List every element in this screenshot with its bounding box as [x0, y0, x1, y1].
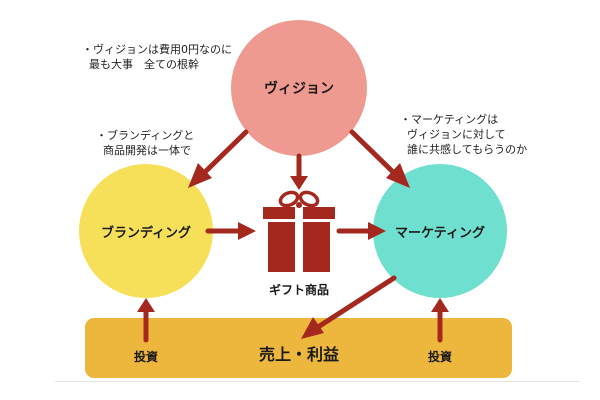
- baseline-divider: [55, 381, 580, 382]
- branding-label: ブランディング: [100, 226, 192, 241]
- vision-label: ヴィジョン: [264, 81, 334, 97]
- arrowhead-marketing: [386, 163, 410, 188]
- base-bar: [85, 318, 512, 378]
- arrowhead-gift: [290, 176, 308, 190]
- branding-circle: [79, 164, 213, 298]
- gift-label: ギフト商品: [268, 283, 329, 297]
- marketing-label: マーケティング: [395, 226, 485, 241]
- arrow-vision-to-branding: [202, 129, 249, 175]
- invest-right-label: 投資: [427, 350, 452, 364]
- arrowhead-branding-gift: [238, 222, 256, 240]
- vision-note: ・ヴィジョンは費用0円なのに 最も大事 全ての根幹: [82, 43, 232, 71]
- gift-box-icon: [263, 190, 335, 272]
- branding-note: ・ブランディングと 商品開発は一体で: [96, 129, 195, 157]
- arrowhead-invest-left: [137, 298, 155, 312]
- arrow-vision-to-marketing: [349, 129, 396, 175]
- marketing-circle: [373, 164, 507, 298]
- arrowhead-base: [301, 317, 324, 339]
- arrowhead-gift-marketing: [368, 222, 386, 240]
- arrowhead-invest-right: [431, 298, 449, 312]
- arrow-marketing-to-base: [315, 275, 397, 330]
- base-label: 売上・利益: [258, 345, 339, 364]
- arrowhead-branding: [188, 163, 212, 188]
- vision-circle: [231, 20, 367, 156]
- invest-left-label: 投資: [133, 350, 158, 364]
- marketing-note: ・マーケティングは ヴィジョンに対して 誰に共感してもらうのか: [400, 113, 528, 156]
